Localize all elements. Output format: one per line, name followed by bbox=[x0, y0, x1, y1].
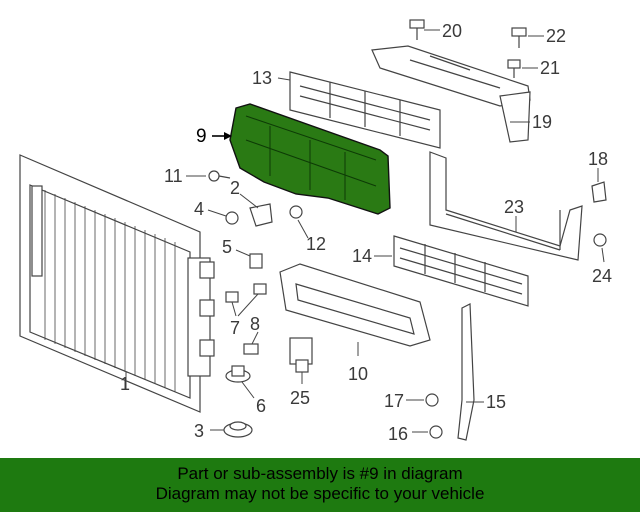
callout-25: 25 bbox=[290, 388, 310, 408]
callout-22: 22 bbox=[546, 26, 566, 46]
clip-8-part[interactable] bbox=[243, 343, 259, 355]
callout-11: 11 bbox=[164, 166, 183, 186]
clip-18-part[interactable] bbox=[591, 181, 607, 203]
callout-21: 21 bbox=[540, 58, 560, 78]
callout-7: 7 bbox=[230, 318, 240, 338]
radiator-part[interactable] bbox=[19, 154, 215, 413]
callout-24: 24 bbox=[592, 266, 612, 286]
callout-18: 18 bbox=[588, 149, 608, 169]
callout-15: 15 bbox=[486, 392, 506, 412]
bolt-22-part[interactable] bbox=[511, 27, 527, 48]
side-bracket-part[interactable] bbox=[457, 303, 475, 441]
callout-14: 14 bbox=[352, 246, 372, 266]
banner-line-disclaimer: Diagram may not be specific to your vehi… bbox=[155, 484, 485, 503]
callout-17: 17 bbox=[384, 391, 404, 411]
callout-3: 3 bbox=[194, 421, 204, 441]
callout-2: 2 bbox=[230, 178, 240, 198]
callout-19: 19 bbox=[532, 112, 552, 132]
callout-5: 5 bbox=[222, 237, 232, 257]
bolt-20-part[interactable] bbox=[409, 19, 425, 40]
callout-labels: 1 2 3 4 5 6 7 8 9 10 11 12 13 14 15 16 1… bbox=[120, 21, 612, 444]
callout-4: 4 bbox=[194, 199, 204, 219]
exploded-parts-diagram: 1 2 3 4 5 6 7 8 9 10 11 12 13 14 15 16 1… bbox=[19, 19, 612, 444]
callout-16: 16 bbox=[388, 424, 408, 444]
clip-7-part[interactable] bbox=[225, 283, 267, 303]
bolt-16-part[interactable] bbox=[429, 425, 443, 439]
bolt-12-part[interactable] bbox=[289, 205, 303, 219]
mount-6-part[interactable] bbox=[225, 365, 251, 383]
pin-5-part[interactable] bbox=[249, 253, 263, 269]
banner-line-part-number: Part or sub-assembly is #9 in diagram bbox=[177, 464, 463, 483]
sensor-part[interactable] bbox=[289, 337, 313, 373]
bolt-24-part[interactable] bbox=[593, 233, 607, 247]
lower-support-part[interactable] bbox=[429, 151, 583, 261]
callout-9: 9 bbox=[196, 126, 207, 147]
vehicle-fit-banner: Part or sub-assembly is #9 in diagram Di… bbox=[0, 458, 640, 512]
mount-3-part[interactable] bbox=[223, 421, 253, 438]
callout-13: 13 bbox=[252, 68, 272, 88]
upper-tie-bar-part[interactable] bbox=[371, 45, 531, 143]
callout-8: 8 bbox=[250, 314, 260, 334]
bracket-2-part[interactable] bbox=[249, 203, 273, 227]
callout-1: 1 bbox=[120, 374, 130, 394]
clip-4-part[interactable] bbox=[225, 211, 239, 225]
callout-9-arrow-icon bbox=[212, 132, 232, 140]
bolt-21-part[interactable] bbox=[507, 59, 521, 78]
air-deflector-highlighted-part[interactable] bbox=[229, 103, 391, 215]
leader-lines bbox=[125, 29, 605, 433]
callout-10: 10 bbox=[348, 364, 368, 384]
callout-12: 12 bbox=[306, 234, 326, 254]
callout-20: 20 bbox=[442, 21, 462, 41]
callout-23: 23 bbox=[504, 197, 524, 217]
bolt-17-part[interactable] bbox=[425, 393, 439, 407]
lower-deflector-frame-part[interactable] bbox=[279, 263, 431, 347]
upper-grille-frame-part[interactable] bbox=[289, 71, 441, 149]
bolt-11-part[interactable] bbox=[208, 170, 231, 182]
lower-grille-part[interactable] bbox=[393, 235, 529, 307]
callout-6: 6 bbox=[256, 396, 266, 416]
